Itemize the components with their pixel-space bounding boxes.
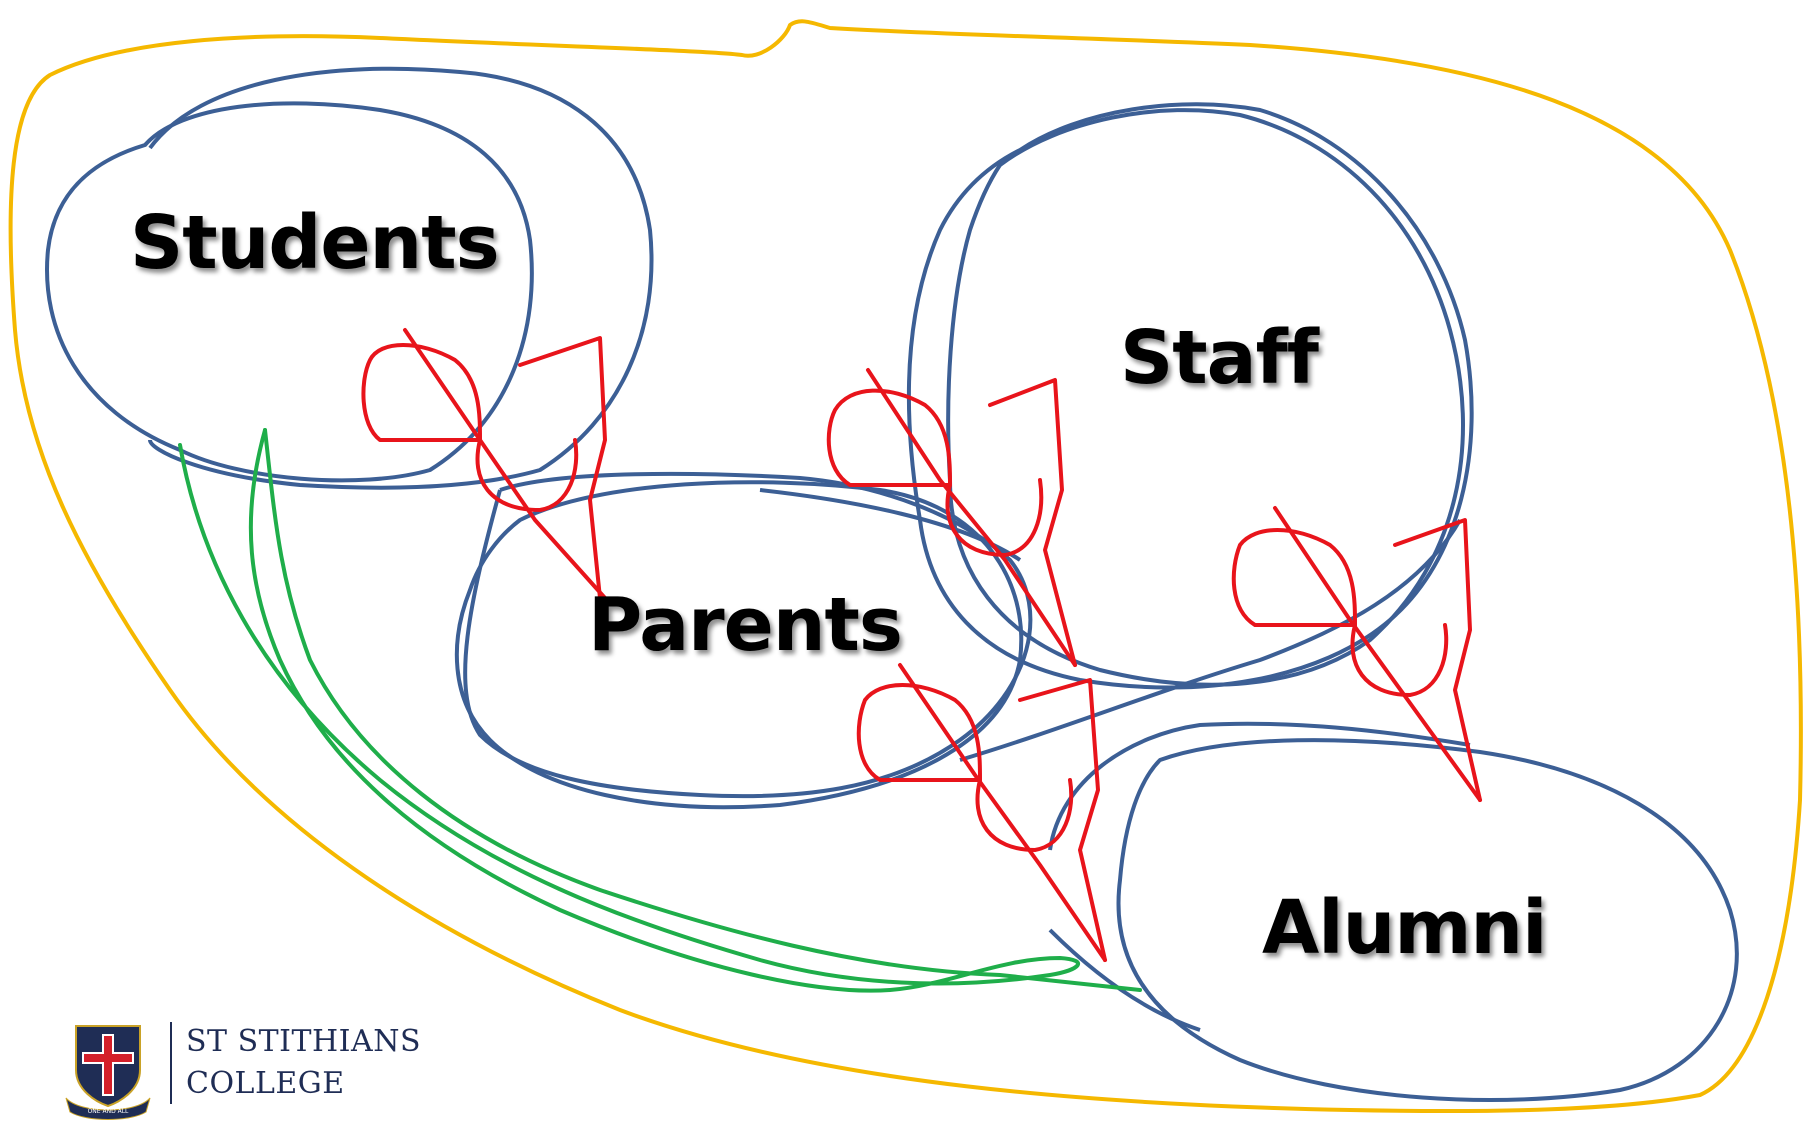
node-label-staff: Staff xyxy=(1120,315,1319,401)
outer-boundary xyxy=(8,19,1803,1114)
college-crest: ONE AND ALL xyxy=(65,1025,151,1120)
crest-motto: ONE AND ALL xyxy=(88,1108,129,1115)
students-alumni-connector xyxy=(178,428,1142,993)
parents-outline xyxy=(454,471,1033,810)
logo-name-line1: ST STITHIANS xyxy=(186,1024,421,1059)
alumni-outline xyxy=(1048,721,1739,1102)
link-mark-parents-staff xyxy=(826,368,1077,667)
link-mark-staff-alumni xyxy=(1231,506,1482,802)
students-outline xyxy=(45,66,654,490)
node-label-parents: Parents xyxy=(588,582,903,668)
node-label-alumni: Alumni xyxy=(1262,885,1547,971)
logo-name-line2: COLLEGE xyxy=(186,1066,345,1101)
staff-outline xyxy=(906,102,1474,690)
link-marks xyxy=(361,328,1482,962)
node-label-students: Students xyxy=(130,200,500,286)
link-mark-parents-alumni xyxy=(856,663,1107,962)
logo-divider xyxy=(170,1022,172,1104)
link-mark-students-parents xyxy=(361,328,607,600)
